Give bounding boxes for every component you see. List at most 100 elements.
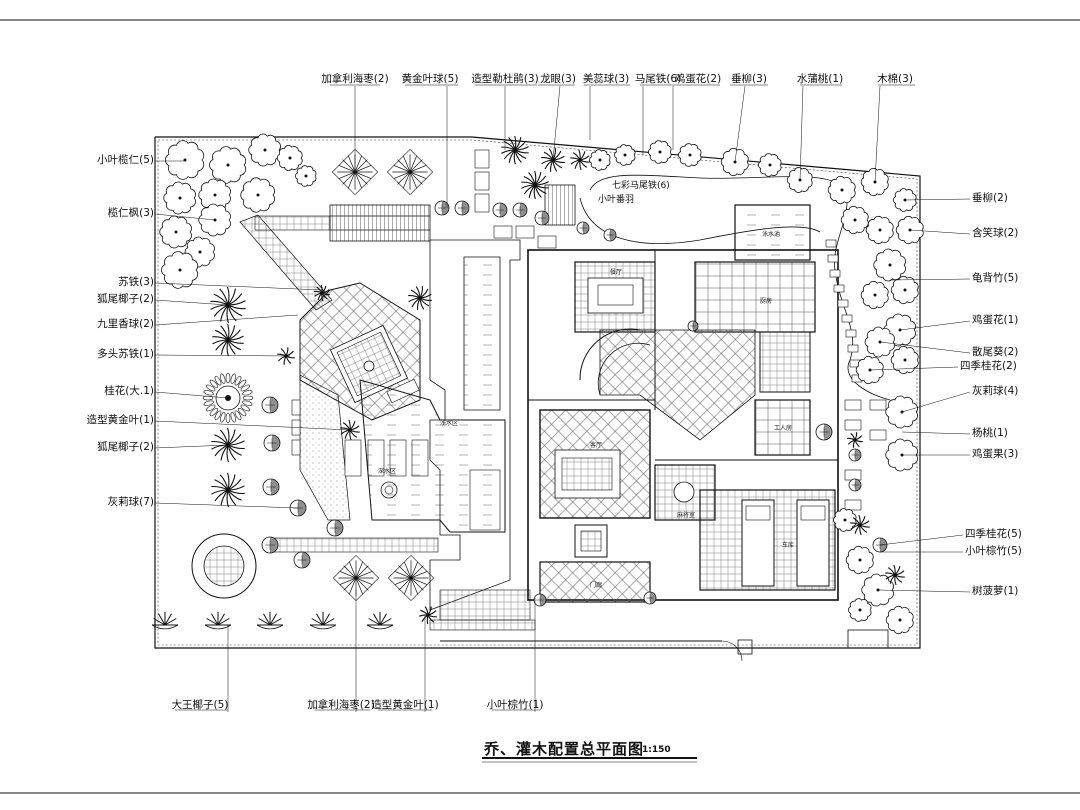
label-left-3: 狐尾椰子(2) [97,293,154,305]
tree-canopy-icon [855,356,884,384]
pool-deck [429,239,521,611]
palm-icon [211,427,245,463]
room-label-9: 麻将室 [677,512,696,519]
label-inline-0: 七彩马尾铁(6) [612,181,670,191]
label-left-4: 九里香球(2) [97,318,154,330]
tree-canopy-icon [240,177,275,213]
palm-icon [847,432,863,448]
tree-canopy-icon [786,167,813,193]
label-right-0: 垂柳(2) [972,192,1008,204]
shrub-ball-icon [848,478,862,492]
label-left-5: 多头苏铁(1) [97,348,154,360]
room-label-8: 门廊 [590,582,603,589]
shrub-ball-icon [492,202,508,218]
tree-canopy-icon [163,181,196,215]
east-stepping-path [825,239,887,511]
label-right-2: 龟背竹(5) [972,272,1019,284]
property-boundary [154,136,921,649]
pergola [329,204,431,242]
royal-palm-icon [256,612,284,630]
tree-canopy-icon [833,508,857,532]
tree-canopy-icon [648,140,672,164]
label-top-2: 造型勒杜鹃(3) [471,73,539,85]
label-left-1: 榄仁枫(3) [107,207,154,219]
tree-canopy-icon [248,133,281,167]
palm-icon [408,286,432,310]
label-top-8: 水蒲桃(1) [796,73,844,85]
label-inline-1: 小叶番羽 [598,195,635,205]
tree-canopy-icon [845,546,874,574]
room-label-7: 车库 [782,542,795,549]
tree-canopy-icon [890,276,919,304]
date-palm-icon [386,148,434,196]
label-left-0: 小叶榄仁(5) [97,154,154,166]
label-right-8: 鸡蛋果(3) [972,448,1019,460]
palm-icon [211,472,245,508]
shrub-ball-icon [603,228,617,242]
shrub-ball-icon [576,221,590,235]
shrub-ball-icon [293,551,311,569]
shrub-ball-icon [815,423,833,441]
tree-canopy-icon [873,248,906,282]
boundary-hedge [157,139,918,646]
room-label-0: 浅水区 [440,420,459,427]
tree-canopy-icon [161,251,199,289]
label-top-1: 黄金叶球(5) [401,73,459,85]
tree-canopy-icon [861,573,894,607]
shrub-ball-icon [643,591,657,605]
palm-icon [885,564,905,586]
tree-canopy-icon [209,146,247,184]
drawing-scale: 1:150 [642,745,671,755]
date-palm-icon [331,148,379,196]
kitchen [694,261,816,333]
room-label-6: 工人房 [774,425,793,432]
shrub-ball-icon [326,519,344,537]
label-right-10: 小叶棕竹(5) [965,545,1022,557]
palm-icon [570,149,590,171]
porch [539,561,651,603]
shrub-ball-icon [261,536,279,554]
label-top-5: 马尾铁(6) [634,73,682,85]
plant-symbols [151,133,924,634]
tree-canopy-icon [865,216,894,244]
tree-canopy-icon [589,149,611,171]
palm-icon [850,514,870,536]
drawing-title: 乔、灌木配置总平面图 [484,740,645,758]
round-seating [191,533,257,599]
label-right-11: 树菠萝(1) [972,585,1019,597]
label-right-7: 杨桃(1) [972,427,1008,439]
palm-icon [501,135,529,165]
label-bottom-2: 造型黄金叶(1) [371,699,439,711]
label-left-9: 灰莉球(7) [107,496,154,508]
osmanthus-icon [202,372,254,424]
royal-palm-icon [204,612,232,630]
tree-canopy-icon [678,143,702,167]
house [527,249,839,603]
tree-canopy-icon [864,326,895,358]
tree-canopy-icon [840,206,869,234]
label-top-7: 垂柳(3) [731,73,767,85]
royal-palm-icon [366,612,394,630]
room-label-4: 厨房 [760,298,773,305]
room-label-2: 泳水池 [762,231,781,238]
shrub-ball-icon [687,320,699,332]
label-top-9: 木棉(3) [877,73,913,85]
tree-canopy-icon [159,215,192,249]
tree-canopy-icon [295,165,317,187]
label-right-4: 散尾葵(2) [972,346,1019,358]
tree-canopy-icon [860,281,889,309]
tree-canopy-icon [885,395,918,429]
label-top-0: 加拿利海枣(2) [321,73,389,85]
royal-palm-icon [151,612,179,630]
shrub-ball-icon [534,210,550,226]
shrub-ball-icon [262,478,280,496]
room-label-3: 餐厅 [610,269,623,276]
palm-icon [212,323,244,357]
shrub-ball-icon [512,202,528,218]
label-right-1: 含笑球(2) [972,227,1019,239]
label-right-5: 四季桂花(2) [960,360,1017,372]
label-left-6: 桂花(大.1) [104,385,154,397]
palm-icon [314,284,330,302]
label-left-7: 造型黄金叶(1) [86,414,154,426]
label-bottom-1: 加拿利海枣(2) [307,699,375,711]
